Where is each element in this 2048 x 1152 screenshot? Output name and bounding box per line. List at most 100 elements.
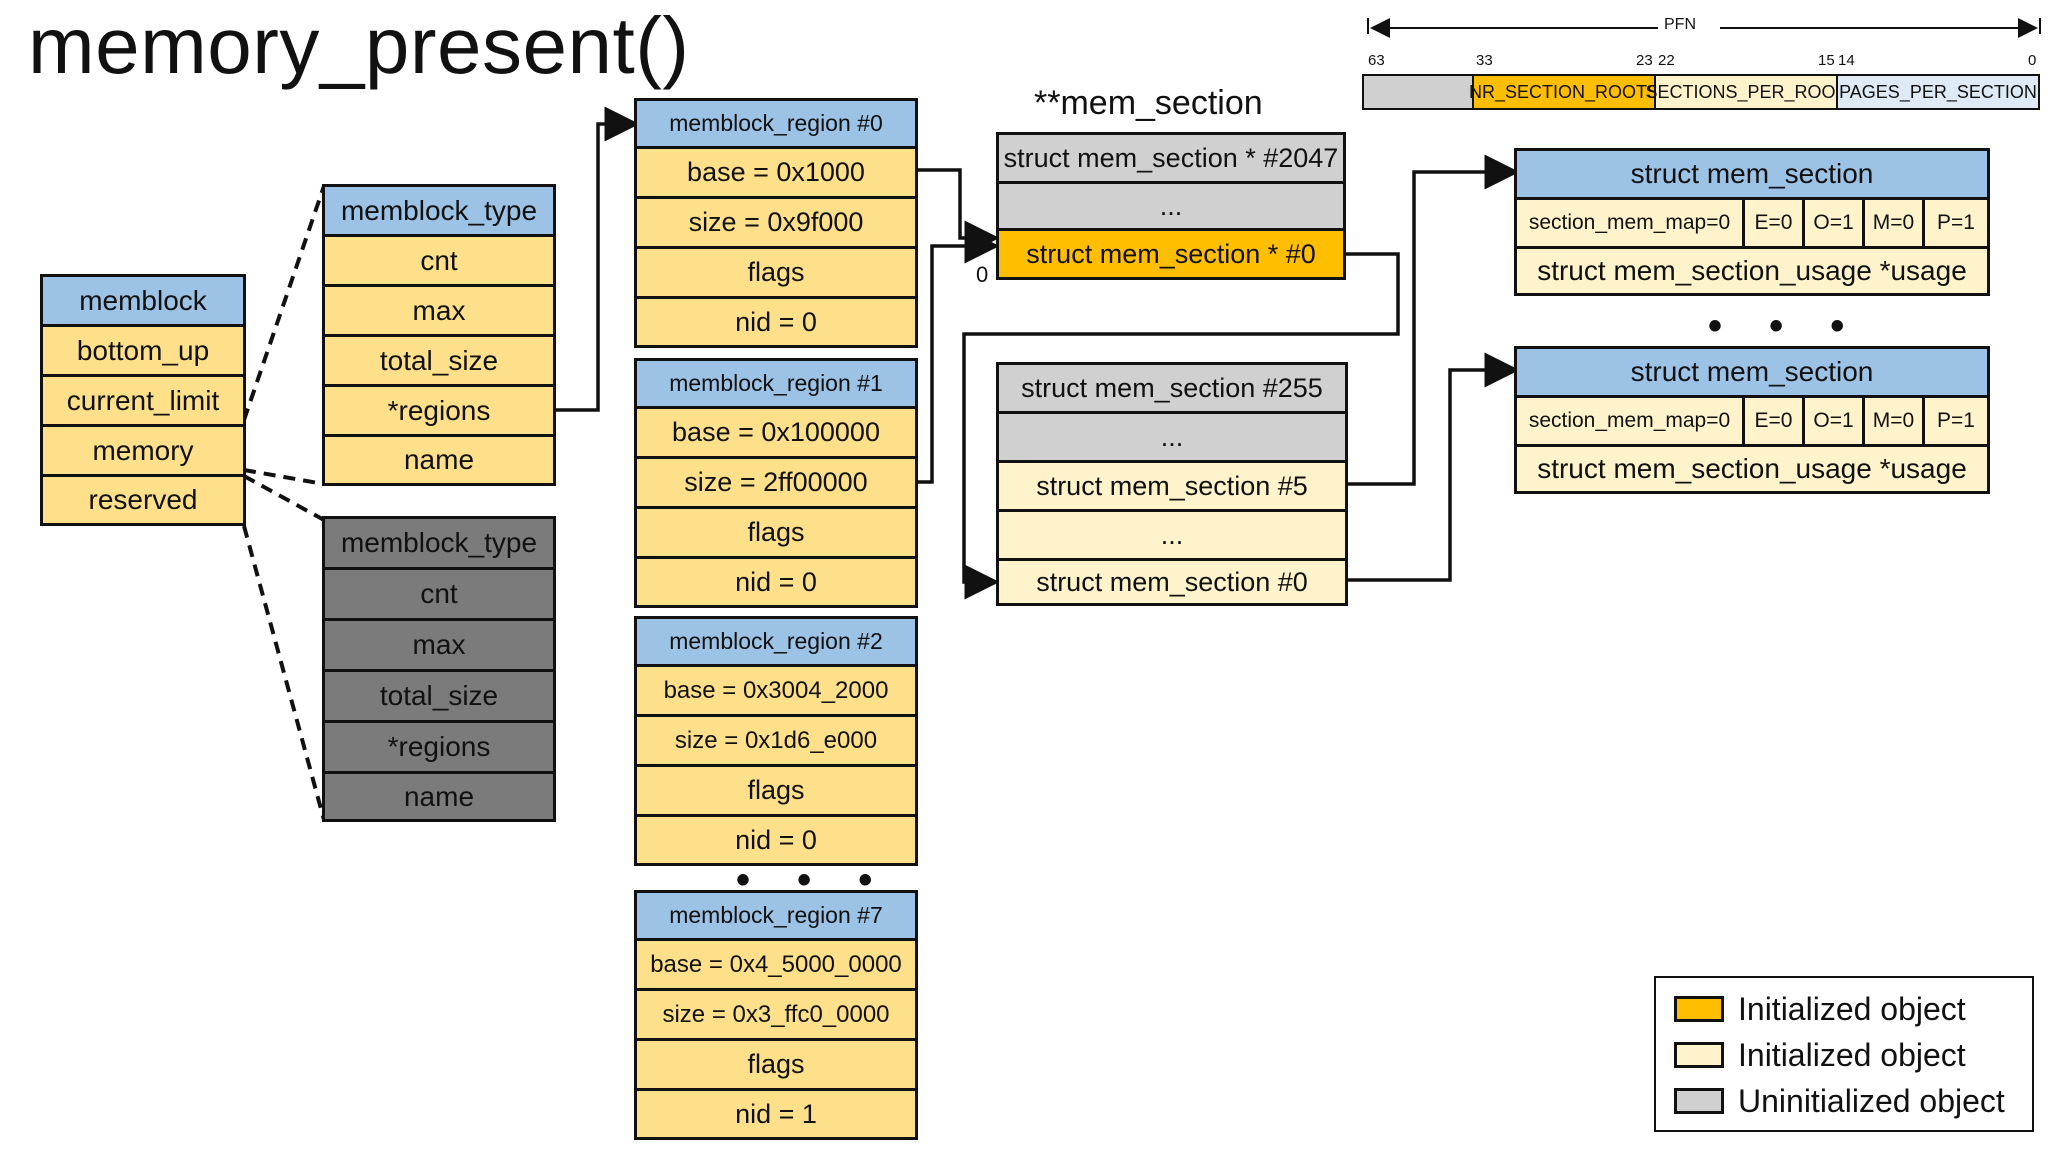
flag-o: O=1: [1805, 398, 1865, 444]
section-mem-map: section_mem_map=0: [1517, 200, 1745, 246]
legend-swatch-orange: [1674, 996, 1724, 1022]
memblock-type-field: *regions: [325, 723, 553, 774]
mem-section-root-array: struct mem_section * #2047 ... struct me…: [996, 132, 1346, 280]
pfn-pages-per-section: PAGES_PER_SECTION: [1836, 74, 2040, 110]
region-header: memblock_region #7: [637, 893, 915, 941]
mem-section-struct-header: struct mem_section: [1517, 151, 1987, 200]
region-flags: flags: [637, 509, 915, 559]
region-base: base = 0x4_5000_0000: [637, 941, 915, 991]
pfn-tick-63: 63: [1368, 52, 1385, 69]
memblock-type-field: *regions: [325, 387, 553, 437]
memblock-region-1: memblock_region #1 base = 0x100000 size …: [634, 358, 918, 608]
memblock-type-reserved: memblock_type cnt max total_size *region…: [322, 516, 556, 822]
mem-section-root-label: **mem_section: [1034, 84, 1263, 122]
region-base: base = 0x100000: [637, 409, 915, 459]
region-size: size = 0x3_ffc0_0000: [637, 991, 915, 1041]
section-array-entry: struct mem_section #5: [999, 463, 1345, 512]
mem-section-usage: struct mem_section_usage *usage: [1517, 447, 1987, 491]
legend-swatch-light-yellow: [1674, 1042, 1724, 1068]
arrow-region0-to-section-root: [918, 168, 1000, 256]
pfn-label: PFN: [1664, 16, 1696, 33]
mem-section-array: struct mem_section #255 ... struct mem_s…: [996, 362, 1348, 606]
memblock-field: bottom_up: [43, 327, 243, 377]
memblock-type-header: memblock_type: [325, 187, 553, 237]
memblock-field: current_limit: [43, 377, 243, 427]
region-base: base = 0x3004_2000: [637, 667, 915, 717]
pfn-unused-bits: [1362, 74, 1474, 110]
region-size: size = 0x1d6_e000: [637, 717, 915, 767]
root-entry-ellipsis: ...: [999, 184, 1343, 231]
memblock-type-field: max: [325, 287, 553, 337]
memblock-region-0: memblock_region #0 base = 0x1000 size = …: [634, 98, 918, 348]
region-size: size = 0x9f000: [637, 199, 915, 249]
arrow-regions-to-region0: [556, 106, 640, 412]
legend: Initialized object Initialized object Un…: [1654, 976, 2034, 1132]
region-flags: flags: [637, 767, 915, 817]
region-nid: nid = 0: [637, 299, 915, 345]
flag-e: E=0: [1745, 200, 1805, 246]
arrow-root0-to-section-array: [962, 252, 1400, 600]
legend-label: Initialized object: [1738, 1036, 1966, 1073]
section-array-ellipsis: ...: [999, 512, 1345, 561]
memblock-type-field: max: [325, 621, 553, 672]
pfn-nr-section-roots: NR_SECTION_ROOTS: [1469, 74, 1659, 110]
flag-p: P=1: [1937, 409, 1975, 432]
region-flags: flags: [637, 249, 915, 299]
memblock-region-7: memblock_region #7 base = 0x4_5000_0000 …: [634, 890, 918, 1140]
legend-label: Uninitialized object: [1738, 1082, 2005, 1119]
memblock-type-field: total_size: [325, 337, 553, 387]
mem-section-struct-header: struct mem_section: [1517, 349, 1987, 398]
root-index-label: 0: [976, 262, 989, 287]
arrow-section0-to-struct: [1348, 352, 1520, 582]
memblock-type-field: cnt: [325, 237, 553, 287]
pfn-tick-0: 0: [2028, 52, 2037, 69]
pfn-tick-15: 15: [1818, 52, 1835, 69]
section-array-entry: struct mem_section #0: [999, 561, 1345, 603]
region-flags: flags: [637, 1041, 915, 1091]
root-entry-0: struct mem_section * #0: [999, 231, 1343, 277]
legend-label: Initialized object: [1738, 990, 1966, 1027]
flag-o: O=1: [1805, 200, 1865, 246]
section-array-entry: struct mem_section #255: [999, 365, 1345, 414]
mem-section-flags-row: section_mem_map=0 E=0 O=1 M=0 P=1: [1517, 200, 1987, 249]
mem-section-usage: struct mem_section_usage *usage: [1517, 249, 1987, 293]
dash-reserved-bottom: [242, 525, 326, 821]
flag-e: E=0: [1745, 398, 1805, 444]
memblock-header: memblock: [43, 277, 243, 327]
memblock-type-field: name: [325, 774, 553, 819]
legend-item: Initialized object: [1674, 986, 2032, 1032]
flag-m: M=0: [1865, 200, 1925, 246]
page-title: memory_present(): [28, 1, 690, 90]
arrow-section5-to-struct: [1348, 154, 1520, 486]
flag-m: M=0: [1865, 398, 1925, 444]
root-entry: struct mem_section * #2047: [999, 135, 1343, 184]
mem-section-struct-1: struct mem_section section_mem_map=0 E=0…: [1514, 148, 1990, 296]
dash-reserved-top: [243, 474, 325, 522]
region-nid: nid = 0: [637, 559, 915, 605]
region-header: memblock_region #1: [637, 361, 915, 409]
region-size: size = 2ff00000: [637, 459, 915, 509]
pfn-sections-per-root: SECTIONS_PER_ROOT: [1645, 74, 1847, 110]
pfn-tick-14: 14: [1838, 52, 1855, 69]
section-mem-map: section_mem_map=0: [1517, 398, 1745, 444]
pfn-tick-22: 22: [1658, 52, 1675, 69]
region-base: base = 0x1000: [637, 149, 915, 199]
region-header: memblock_region #0: [637, 101, 915, 149]
dash-memory-bottom: [243, 468, 325, 486]
legend-item: Initialized object: [1674, 1032, 2032, 1078]
dash-memory-top: [242, 185, 326, 421]
region-nid: nid = 1: [637, 1091, 915, 1137]
memblock-type-field: cnt: [325, 570, 553, 621]
memblock-type-field: total_size: [325, 672, 553, 723]
region-nid: nid = 0: [637, 817, 915, 863]
memblock-type-memory: memblock_type cnt max total_size *region…: [322, 184, 556, 486]
region-header: memblock_region #2: [637, 619, 915, 667]
pfn-tick-23: 23: [1636, 52, 1653, 69]
memblock-field: reserved: [43, 477, 243, 523]
pfn-tick-33: 33: [1476, 52, 1493, 69]
memblock-struct: memblock bottom_up current_limit memory …: [40, 274, 246, 526]
memblock-type-field: name: [325, 437, 553, 483]
flag-p: P=1: [1937, 211, 1975, 234]
legend-item: Uninitialized object: [1674, 1078, 2032, 1124]
